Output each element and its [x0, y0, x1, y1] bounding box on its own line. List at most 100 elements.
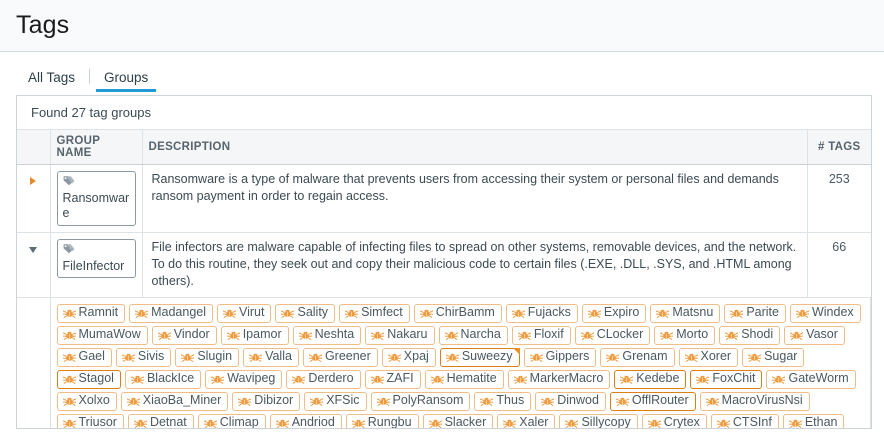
tag-chip[interactable]: Thus	[474, 391, 532, 411]
tag-chip-label: Expiro	[603, 305, 640, 320]
tag-chip-label: Vindor	[173, 327, 210, 342]
tag-chip[interactable]: Gael	[56, 347, 112, 367]
tag-chip[interactable]: Crytex	[641, 413, 707, 428]
tag-chip[interactable]: Sillycopy	[559, 413, 638, 428]
expand-toggle-cell[interactable]	[17, 232, 51, 298]
bug-icon	[62, 418, 76, 428]
tag-chip[interactable]: Sivis	[115, 347, 172, 367]
tag-chip[interactable]: Vasor	[784, 325, 845, 345]
tag-chip-label: FoxChit	[712, 371, 756, 386]
tag-chip[interactable]: BlackIce	[124, 369, 202, 389]
tag-chip-label: CLocker	[596, 327, 644, 342]
tag-chip[interactable]: CLocker	[574, 325, 651, 345]
tag-chip[interactable]: XiaoBa_Miner	[120, 391, 229, 411]
tag-chip[interactable]: Suweezy	[439, 347, 520, 367]
tag-chip[interactable]: Greener	[302, 347, 378, 367]
tag-chip[interactable]: Dibizor	[232, 391, 301, 411]
tag-chip[interactable]: Xorer	[678, 347, 739, 367]
tag-chip[interactable]: Grenam	[600, 347, 675, 367]
bug-icon	[371, 330, 385, 340]
tag-chip[interactable]: Climap	[197, 413, 266, 428]
tag-chip[interactable]: Xpaj	[381, 347, 436, 367]
bug-icon	[647, 418, 661, 428]
tag-chip[interactable]: Shodi	[719, 325, 781, 345]
tag-chip-label: Sugar	[764, 349, 798, 364]
tag-chip[interactable]: Derdero	[286, 369, 361, 389]
tag-chip-label: Matsnu	[672, 305, 714, 320]
expand-toggle-cell[interactable]	[17, 164, 51, 233]
tag-chip[interactable]: Rungbu	[345, 413, 419, 428]
tag-chip[interactable]: Xaler	[497, 413, 556, 428]
tag-chip[interactable]: Triusor	[56, 413, 124, 428]
tag-chip[interactable]: Madangel	[129, 303, 213, 323]
bug-icon	[345, 308, 359, 318]
bug-icon	[565, 418, 579, 428]
tag-chip[interactable]: Parite	[724, 303, 786, 323]
tag-chip[interactable]: Wavipeg	[205, 369, 283, 389]
tag-chip[interactable]: Ramnit	[56, 303, 126, 323]
bug-icon	[705, 396, 719, 406]
tag-chip-label: Suweezy	[461, 349, 513, 364]
column-header-num-tags[interactable]: # TAGS	[807, 130, 871, 165]
tag-chip[interactable]: Hematite	[424, 369, 504, 389]
tab-groups[interactable]: Groups	[92, 67, 160, 92]
tag-chip[interactable]: Slugin	[175, 347, 240, 367]
tag-chip[interactable]: Xolxo	[56, 391, 117, 411]
tag-chip[interactable]: Kedebe	[614, 369, 687, 389]
tag-chip[interactable]: XFSic	[304, 391, 367, 411]
tag-chip[interactable]: Floxif	[511, 325, 571, 345]
tabs: All Tags Groups	[16, 67, 160, 92]
tab-bar: All Tags Groups	[0, 52, 884, 92]
tag-chip[interactable]: FoxChit	[690, 369, 763, 389]
tag-chip[interactable]: OfflRouter	[609, 391, 696, 411]
tag-chip[interactable]: Expiro	[581, 303, 647, 323]
tag-chip[interactable]: Virut	[217, 303, 272, 323]
tag-chip[interactable]: MacroVirusNsi	[699, 391, 810, 411]
bug-icon	[238, 396, 252, 406]
column-header-description[interactable]: DESCRIPTION	[142, 130, 808, 165]
tag-chip[interactable]: Ethan	[782, 413, 845, 428]
tag-chip[interactable]: ChirBamm	[413, 303, 502, 323]
tag-chip[interactable]: Windex	[789, 303, 861, 323]
tag-chip[interactable]: Narcha	[438, 325, 508, 345]
tag-chip-label: Xolxo	[78, 393, 110, 408]
tag-chip[interactable]: CTSInf	[710, 413, 779, 429]
tag-chip-label: CTSInf	[732, 415, 772, 429]
tag-chip[interactable]: ZAFI	[364, 369, 421, 389]
tag-chip[interactable]: Nakaru	[365, 325, 435, 345]
tag-chip[interactable]: Neshta	[292, 325, 362, 345]
tag-chip[interactable]: Fujacks	[505, 303, 578, 323]
chevron-right-icon[interactable]	[30, 177, 37, 185]
tag-chip[interactable]: Andriod	[269, 413, 342, 428]
tag-chip[interactable]: Detnat	[127, 413, 194, 428]
tag-chip[interactable]: Simfect	[339, 303, 410, 323]
tag-chip[interactable]: GateWorm	[766, 369, 856, 389]
group-name-cell: Ransomware	[50, 164, 143, 233]
tag-chip[interactable]: Morto	[654, 325, 716, 345]
bug-icon	[62, 330, 76, 340]
bug-icon	[376, 396, 390, 406]
tag-chip[interactable]: Slacker	[422, 413, 494, 428]
tag-chip[interactable]: Dinwod	[535, 391, 606, 411]
tag-chip[interactable]: Valla	[243, 347, 299, 367]
tag-chip[interactable]: Sugar	[742, 347, 805, 367]
column-header-group-name[interactable]: GROUP NAME	[50, 130, 143, 165]
tag-chip-label: Nakaru	[387, 327, 428, 342]
tag-chip[interactable]: Gippers	[523, 347, 597, 367]
tag-chip[interactable]: Sality	[275, 303, 336, 323]
tag-chip[interactable]: PolyRansom	[370, 391, 471, 411]
tag-chip[interactable]: Matsnu	[650, 303, 721, 323]
bug-icon	[370, 374, 384, 384]
tag-chip-label: Simfect	[361, 305, 403, 320]
group-name-chip[interactable]: Ransomware	[56, 171, 136, 226]
tag-chip-label: Slugin	[197, 349, 233, 364]
tag-chip[interactable]: MumaWow	[56, 325, 148, 345]
tab-all-tags[interactable]: All Tags	[28, 70, 76, 85]
tag-chip[interactable]: Ipamor	[220, 325, 289, 345]
tag-chip[interactable]: Vindor	[151, 325, 217, 345]
group-name-chip[interactable]: FileInfector	[56, 238, 136, 279]
tag-chip[interactable]: Stagol	[56, 369, 121, 389]
bug-icon	[419, 308, 433, 318]
tag-chip[interactable]: MarkerMacro	[507, 369, 611, 389]
chevron-down-icon[interactable]	[29, 246, 38, 253]
